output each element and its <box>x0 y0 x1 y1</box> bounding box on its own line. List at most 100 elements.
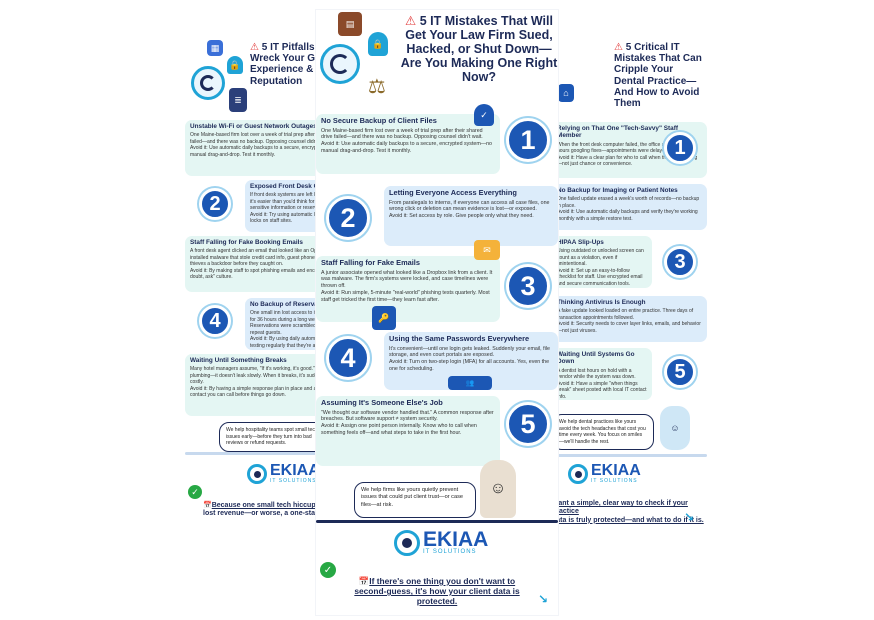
calendar-icon: 📅 <box>358 576 370 586</box>
card-avoid: Avoid it: Assign one point person intern… <box>321 423 477 437</box>
card-avoid: Avoid it: Have a simple "when things bre… <box>557 380 647 400</box>
card-avoid: Avoid it: Use automatic daily backups to… <box>190 145 352 158</box>
poster-footer: Want a simple, clear way to check if you… <box>552 500 704 524</box>
speech-bubble: We help dental practices like yours avoi… <box>552 414 654 450</box>
card-body: From paralegals to interns, if everyone … <box>389 199 550 213</box>
card-heading: Waiting Until Systems Go Down <box>557 351 635 366</box>
card-body: One Maine-based firm lost over a week of… <box>190 132 355 145</box>
card-avoid: Avoid it: Try using automatic logouts an… <box>250 211 357 225</box>
server-icon: ≣ <box>229 88 247 112</box>
card-avoid: Avoid it: By using daily automated backu… <box>250 336 355 349</box>
card-body: It's convenient—until one login gets lea… <box>389 345 550 359</box>
card-heading: Staff Falling for Fake Emails <box>321 258 420 267</box>
poster-title: ⚠ 5 IT Pitfalls That Can Wreck Your Gues… <box>250 42 361 87</box>
mistake-card-4: Thinking Antivirus Is Enough A fake upda… <box>552 296 707 342</box>
mistake-card-5: Waiting Until Systems Go Down A dentist … <box>552 348 652 400</box>
card-avoid: Avoid it: By having a simple response pl… <box>190 385 345 399</box>
shield-lock-icon: 🔒 <box>227 56 243 74</box>
poster-title: ⚠ 5 Critical IT Mistakes That Can Crippl… <box>614 42 702 109</box>
brain-logo-icon <box>320 44 360 84</box>
brand-tagline: IT SOLUTIONS <box>591 478 638 485</box>
card-body: A front desk agent clicked an email that… <box>190 248 359 268</box>
speech-bubble: We help hospitality teams spot small tec… <box>219 422 329 452</box>
brand-logo: EKIAA IT SOLUTIONS <box>568 462 641 485</box>
brand-name: EKIAA <box>270 462 320 479</box>
card-heading: Relying on That One "Tech-Savvy" Staff M… <box>557 125 678 140</box>
card-avoid: Avoid it: Run simple, 5-minute "real-wor… <box>321 290 490 304</box>
mistake-card-4: Using the Same Passwords Everywhere It's… <box>384 332 558 390</box>
card-heading: Using the Same Passwords Everywhere <box>389 334 530 343</box>
password-lock-icon: 🔑 <box>372 306 396 330</box>
card-body: One failed update erased a week's worth … <box>557 196 700 209</box>
arrow-down-right-icon: ↘ <box>538 592 549 606</box>
card-body: A fake update looked loaded on entire pr… <box>557 308 694 321</box>
card-body: One Maine-based firm lost over a week of… <box>321 127 483 141</box>
card-avoid: Avoid it: Set up an easy-to-follow check… <box>557 267 643 287</box>
divider-curve <box>185 452 365 455</box>
step-number-2: 2 <box>326 196 370 240</box>
building-icon: ▦ <box>207 40 223 56</box>
divider-curve <box>552 454 707 457</box>
calendar-icon: 📅 <box>203 502 212 509</box>
card-body: "We thought our software vendor handled … <box>321 409 494 423</box>
brand-ring-icon <box>568 464 588 485</box>
law-book-icon: ▤ <box>338 12 362 36</box>
card-body: A dentist lost hours on hold with a vend… <box>557 367 636 381</box>
card-avoid: Avoid it: Use automatic daily backups to… <box>321 141 492 155</box>
email-warning-icon: ✉ <box>474 240 500 260</box>
card-heading: Letting Everyone Access Everything <box>389 188 517 197</box>
card-body: When the front desk computer failed, the… <box>557 141 696 155</box>
brain-logo-icon <box>191 66 225 100</box>
warning-icon: ⚠ <box>405 14 417 28</box>
brand-tagline: IT SOLUTIONS <box>270 478 317 485</box>
card-avoid: Avoid it: Security needs to cover layer … <box>557 321 701 334</box>
poster-law-firm: ▤ 🔒 ⚖ ⚠ 5 IT Mistakes That Will Get Your… <box>316 10 558 615</box>
card-avoid: Avoid it: By making staff to spot phishi… <box>190 267 359 281</box>
card-heading: No Secure Backup of Client Files <box>321 116 437 125</box>
card-avoid: Avoid it: Have a clear plan for who to c… <box>557 154 698 168</box>
step-number-5: 5 <box>664 356 696 388</box>
step-number-3: 3 <box>506 264 550 308</box>
card-avoid: Avoid it: Turn on two-step login (MFA) f… <box>389 359 550 373</box>
speech-bubble: We help firms like yours quietly prevent… <box>354 482 476 518</box>
card-body: If front desk systems are left logged in… <box>250 192 359 212</box>
card-heading: Assuming It's Someone Else's Job <box>321 398 443 407</box>
warning-icon: ⚠ <box>250 42 259 53</box>
brand-name: EKIAA <box>423 527 489 551</box>
shield-icon: ✓ <box>474 104 494 126</box>
brand-logo: EKIAA IT SOLUTIONS <box>247 462 320 485</box>
poster-title: ⚠ 5 IT Mistakes That Will Get Your Law F… <box>400 14 558 84</box>
people-icon: 👥 <box>448 376 492 390</box>
check-circle-icon: ✓ <box>188 485 202 499</box>
card-heading: Unstable Wi-Fi or Guest Network Outages <box>190 123 317 130</box>
lawyer-avatar-icon: ☺ <box>480 460 516 518</box>
card-heading: Exposed Front Desk Computers <box>250 183 348 190</box>
step-number-5: 5 <box>506 402 550 446</box>
brand-tagline: IT SOLUTIONS <box>423 549 477 556</box>
arrow-down-right-icon: ↘ <box>684 510 695 524</box>
mistake-card-2: Letting Everyone Access Everything From … <box>384 186 558 246</box>
card-heading: Staff Falling for Fake Booking Emails <box>190 239 303 246</box>
card-body: Many hotel managers assume, "If it's wor… <box>190 366 351 386</box>
step-number-4: 4 <box>199 305 231 337</box>
step-number-1: 1 <box>664 132 696 164</box>
step-number-2: 2 <box>199 188 231 220</box>
mistake-card-5: Assuming It's Someone Else's Job "We tho… <box>316 396 500 466</box>
mistake-card-2: No Backup for Imaging or Patient Notes O… <box>552 184 707 230</box>
mistake-card-1: No Secure Backup of Client Files One Mai… <box>316 114 500 174</box>
check-circle-icon: ✓ <box>320 562 336 578</box>
card-body: Using outdated or unlocked screen can co… <box>557 248 644 268</box>
brand-logo: EKIAA IT SOLUTIONS <box>394 527 489 556</box>
card-heading: No Backup of Reservation Data <box>250 301 346 308</box>
poster-footer: 📅If there's one thing you don't want to … <box>354 576 520 607</box>
shield-lock-icon: 🔒 <box>368 32 388 56</box>
card-body: One small inn lost access to its booking… <box>250 310 355 336</box>
warning-icon: ⚠ <box>614 42 623 53</box>
mistake-card-3: HIPAA Slip-Ups Using outdated or unlocke… <box>552 236 652 288</box>
step-number-1: 1 <box>506 118 550 162</box>
card-heading: Thinking Antivirus Is Enough <box>557 299 646 306</box>
card-heading: No Backup for Imaging or Patient Notes <box>557 187 678 194</box>
brand-ring-icon <box>247 464 267 485</box>
brand-name: EKIAA <box>591 462 641 479</box>
